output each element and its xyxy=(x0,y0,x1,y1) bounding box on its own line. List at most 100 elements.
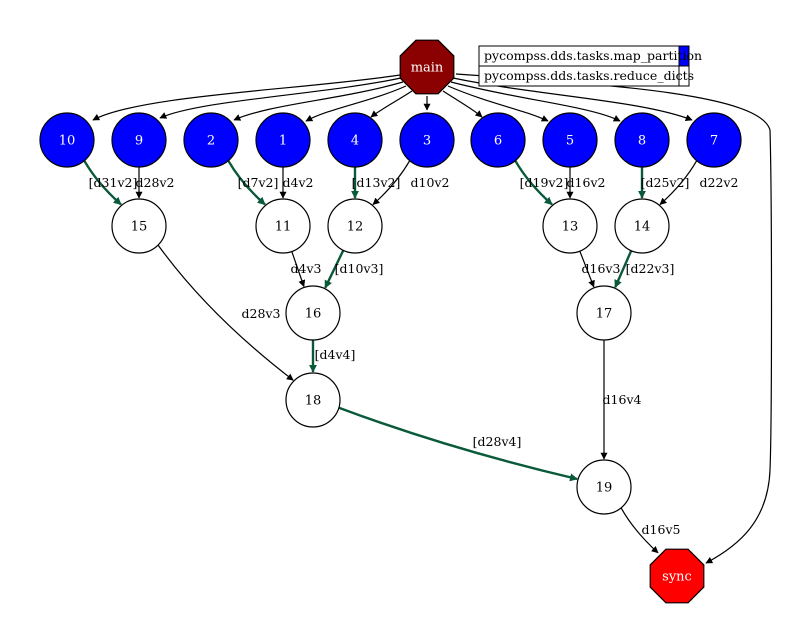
edge-label-n15-n18: d28v3 xyxy=(242,306,281,321)
edge-label-n19-sync: d16v5 xyxy=(642,522,681,537)
node-sync[interactable]: sync xyxy=(649,548,705,604)
edge-n19-sync xyxy=(620,507,659,554)
edge-main-n1 xyxy=(305,85,407,122)
edge-label-n18-n19: [d28v4] xyxy=(473,434,522,449)
node-n18-label: 18 xyxy=(305,394,322,409)
edge-n13-n17 xyxy=(579,250,595,288)
edge-label-n8-n14: [d25v2] xyxy=(641,175,690,190)
node-n14-shape xyxy=(614,198,670,254)
edge-label-n12-n16: [d10v3] xyxy=(335,261,384,276)
edge-label-n14-n17: [d22v3] xyxy=(626,261,675,276)
edge-n18-n19 xyxy=(338,406,578,482)
node-n12-label: 12 xyxy=(347,220,364,235)
node-n11-shape xyxy=(255,198,311,254)
node-n13[interactable]: 13 xyxy=(542,198,598,254)
node-n9-label: 9 xyxy=(135,134,143,149)
node-n1-shape xyxy=(255,112,311,168)
edge-main-n6 xyxy=(442,90,483,118)
edge-main-n4 xyxy=(370,90,413,118)
node-n6-label: 6 xyxy=(494,134,502,149)
node-n17-shape xyxy=(576,285,632,341)
node-sync-shape xyxy=(649,548,705,604)
node-n10[interactable]: 10 xyxy=(39,112,95,168)
node-n12[interactable]: 12 xyxy=(327,198,383,254)
node-n3-label: 3 xyxy=(423,134,431,149)
edge-n10-n15 xyxy=(83,160,122,206)
node-n17[interactable]: 17 xyxy=(576,285,632,341)
edge-main-n9 xyxy=(159,77,402,119)
node-n2-label: 2 xyxy=(207,134,215,149)
node-n8-shape xyxy=(614,112,670,168)
node-n16-label: 16 xyxy=(305,307,322,322)
node-n10-shape xyxy=(39,112,95,168)
node-n1[interactable]: 1 xyxy=(255,112,311,168)
node-n10-label: 10 xyxy=(59,134,76,149)
edge-main-sync xyxy=(455,73,773,564)
node-n9[interactable]: 9 xyxy=(111,112,167,168)
edge-main-n2 xyxy=(233,81,404,121)
node-n15-shape xyxy=(111,198,167,254)
node-n4-label: 4 xyxy=(351,134,359,149)
edge-label-n11-n16: d4v3 xyxy=(291,261,322,276)
node-n16[interactable]: 16 xyxy=(285,285,341,341)
legend: pycompss.dds.tasks.map_partitionpycompss… xyxy=(478,45,702,87)
node-n13-shape xyxy=(542,198,598,254)
legend-row-1: pycompss.dds.tasks.reduce_dicts xyxy=(478,65,694,87)
node-n2[interactable]: 2 xyxy=(183,112,239,168)
node-n8-label: 8 xyxy=(638,134,646,149)
node-n15-label: 15 xyxy=(131,220,148,235)
node-n9-shape xyxy=(111,112,167,168)
node-n7-shape xyxy=(686,112,742,168)
node-n3[interactable]: 3 xyxy=(399,112,455,168)
node-n7[interactable]: 7 xyxy=(686,112,742,168)
edge-n12-n16 xyxy=(324,249,345,289)
node-n19[interactable]: 19 xyxy=(576,459,632,515)
node-n5[interactable]: 5 xyxy=(542,112,598,168)
edge-n6-n13 xyxy=(514,160,553,206)
edge-n15-n18 xyxy=(157,244,294,381)
edge-main-n10 xyxy=(92,74,401,121)
node-n18[interactable]: 18 xyxy=(285,372,341,428)
edge-label-n9-n15: d28v2 xyxy=(136,175,175,190)
legend-swatch xyxy=(678,65,690,87)
node-n4-shape xyxy=(327,112,383,168)
node-n4[interactable]: 4 xyxy=(327,112,383,168)
edges-layer xyxy=(83,73,773,564)
edge-label-n17-n19: d16v4 xyxy=(603,392,642,407)
edge-label-n13-n17: d16v3 xyxy=(582,261,621,276)
edge-label-n10-n15: [d31v2] xyxy=(89,175,138,190)
node-n13-label: 13 xyxy=(562,220,579,235)
node-n19-shape xyxy=(576,459,632,515)
legend-label: pycompss.dds.tasks.reduce_dicts xyxy=(484,68,694,83)
node-n7-label: 7 xyxy=(710,134,718,149)
legend-row-0: pycompss.dds.tasks.map_partition xyxy=(478,45,702,67)
node-n3-shape xyxy=(399,112,455,168)
edge-label-n6-n13: [d19v2] xyxy=(520,175,569,190)
node-n6-shape xyxy=(470,112,526,168)
edge-label-n4-n12: [d13v2] xyxy=(352,175,401,190)
node-n19-label: 19 xyxy=(596,481,613,496)
edge-n2-n11 xyxy=(227,160,266,206)
node-n6[interactable]: 6 xyxy=(470,112,526,168)
node-n15[interactable]: 15 xyxy=(111,198,167,254)
node-n14-label: 14 xyxy=(634,220,651,235)
node-n14[interactable]: 14 xyxy=(614,198,670,254)
node-n11[interactable]: 11 xyxy=(255,198,311,254)
node-n5-shape xyxy=(542,112,598,168)
edge-n3-n12 xyxy=(372,160,411,205)
edge-main-n5 xyxy=(447,85,549,122)
node-n5-label: 5 xyxy=(566,134,574,149)
node-n12-shape xyxy=(327,198,383,254)
node-n2-shape xyxy=(183,112,239,168)
node-n18-shape xyxy=(285,372,341,428)
edge-n7-n14 xyxy=(659,160,698,205)
node-main[interactable]: main xyxy=(399,39,455,95)
node-n8[interactable]: 8 xyxy=(614,112,670,168)
edge-label-n2-n11: [d7v2] xyxy=(238,175,279,190)
edge-n14-n17 xyxy=(614,250,633,289)
node-sync-label: sync xyxy=(662,570,692,585)
node-n1-label: 1 xyxy=(279,134,287,149)
node-main-label: main xyxy=(411,61,444,76)
